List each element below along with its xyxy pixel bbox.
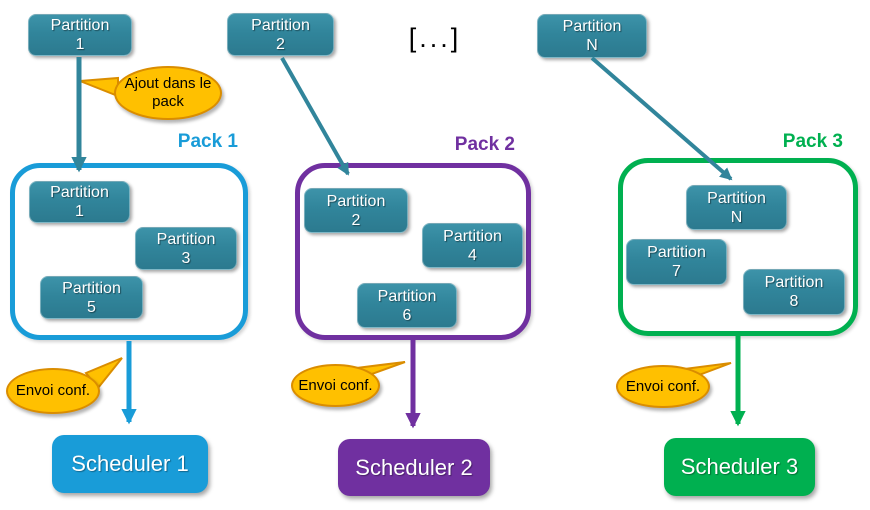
node-number: 5 — [87, 298, 96, 316]
node-scheduler-1: Scheduler 1 — [52, 435, 208, 493]
callout-envoi-conf-1: Envoi conf. — [6, 368, 100, 414]
node-partition-n-source: Partition N — [537, 14, 647, 58]
node-pack1-partition-5: Partition 5 — [40, 276, 143, 319]
node-pack2-partition-6: Partition 6 — [357, 283, 457, 328]
node-number: 1 — [75, 36, 85, 53]
node-label: Partition — [326, 192, 386, 210]
scheduler-label: Scheduler 3 — [680, 454, 799, 479]
node-number: 4 — [468, 246, 477, 264]
node-label: Partition — [377, 287, 437, 305]
callout-line: Ajout dans le — [124, 75, 212, 92]
node-pack3-partition-n: Partition N — [686, 185, 787, 230]
node-label: Partition — [647, 244, 706, 261]
ellipsis-text: [...] — [408, 23, 462, 53]
pack-2-container — [295, 163, 531, 340]
callout-line: pack — [152, 93, 184, 110]
node-number: 2 — [351, 211, 361, 229]
scheduler-label: Scheduler 1 — [71, 451, 189, 476]
node-number: 1 — [75, 203, 84, 220]
node-pack1-partition-1: Partition 1 — [29, 181, 130, 223]
node-partition-1-source: Partition 1 — [28, 14, 132, 56]
node-label: Partition — [62, 279, 121, 297]
node-number: 8 — [789, 293, 799, 310]
callout-line: Envoi conf. — [625, 377, 701, 395]
node-number: 6 — [402, 306, 412, 324]
node-label: Partition — [156, 230, 216, 248]
arrow-partition2-to-pack2 — [280, 57, 350, 176]
node-scheduler-3: Scheduler 3 — [664, 438, 815, 496]
pack-1-container — [10, 163, 248, 340]
node-number: N — [730, 208, 743, 226]
node-number: 7 — [672, 263, 681, 280]
node-number: 2 — [276, 35, 285, 53]
scheduler-label: Scheduler 2 — [355, 454, 473, 480]
node-label: Partition — [50, 17, 110, 34]
node-label: Partition — [562, 18, 622, 35]
callout-envoi-conf-2: Envoi conf. — [291, 364, 380, 407]
callout-line: Envoi conf. — [15, 382, 91, 399]
node-label: Partition — [251, 16, 310, 34]
node-label: Partition — [707, 189, 766, 207]
node-pack3-partition-7: Partition 7 — [626, 239, 727, 285]
pack-3-container — [618, 158, 858, 336]
node-pack2-partition-2: Partition 2 — [304, 188, 408, 233]
node-pack2-partition-4: Partition 4 — [422, 223, 523, 268]
pack-3-label: Pack 3 — [782, 131, 843, 152]
callout-line: Envoi conf. — [298, 376, 373, 394]
node-partition-2-source: Partition 2 — [227, 13, 334, 56]
node-label: Partition — [50, 184, 109, 201]
callout-envoi-conf-3: Envoi conf. — [616, 365, 710, 408]
pack-1-label: Pack 1 — [177, 131, 238, 152]
callout-add-to-pack: Ajout dans le pack — [114, 66, 222, 120]
pack-2-label: Pack 2 — [454, 134, 515, 155]
node-pack3-partition-8: Partition 8 — [743, 269, 845, 315]
node-pack1-partition-3: Partition 3 — [135, 227, 237, 270]
node-scheduler-2: Scheduler 2 — [338, 439, 490, 496]
node-number: 3 — [181, 249, 191, 267]
callout-tail-add-to-pack — [79, 76, 119, 98]
node-label: Partition — [764, 274, 824, 291]
node-label: Partition — [443, 227, 502, 245]
node-number: N — [586, 37, 598, 54]
